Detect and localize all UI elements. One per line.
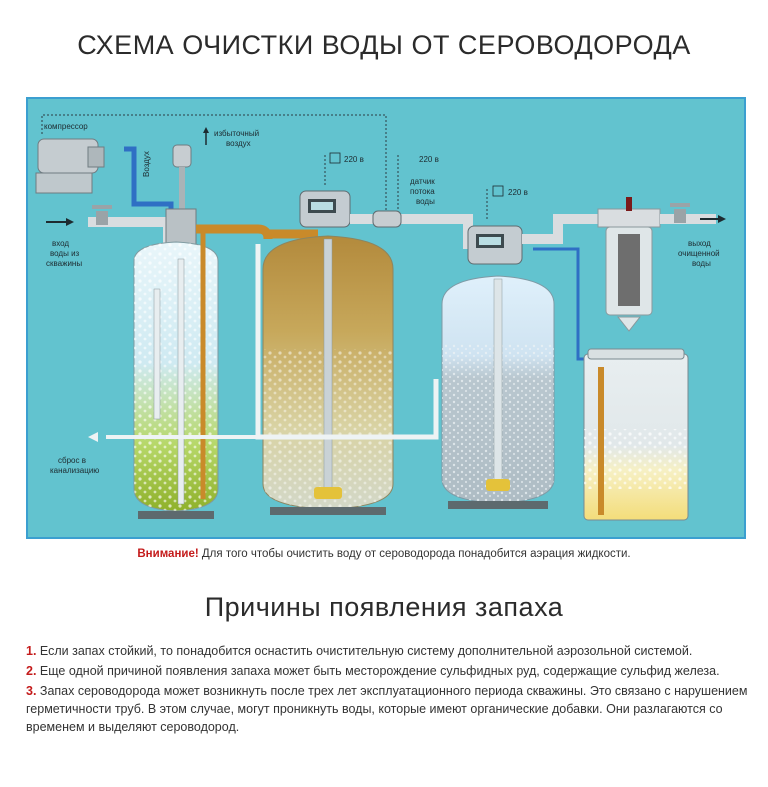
reason-item: 2. Еще одной причиной появления запаха м… (26, 662, 750, 680)
outlet-valve (660, 203, 726, 224)
warning-label: Внимание! (137, 548, 199, 560)
label-outlet-3: воды (692, 259, 711, 268)
control-valve-2 (467, 225, 523, 265)
aerated-water-pipe (196, 224, 318, 240)
wiring-lines (41, 114, 488, 219)
diagram-title: СХЕМА ОЧИСТКИ ВОДЫ ОТ СЕРОВОДОРОДА (77, 30, 691, 60)
label-outlet-2: очищенной (678, 249, 720, 258)
label-drain-2: канализацию (50, 466, 99, 475)
diagram-canvas: компрессор избыточный воздух Воздух 220 … (35, 114, 726, 521)
label-air: Воздух (142, 151, 151, 177)
control-valve-1 (299, 190, 351, 228)
label-excess-air-1: избыточный (214, 129, 259, 138)
reason-number: 3. (26, 684, 37, 698)
label-compressor: компрессор (44, 122, 88, 131)
brine-tank (583, 348, 689, 521)
label-outlet-1: выход (688, 239, 711, 248)
label-220v-a: 220 в (344, 155, 364, 164)
label-inlet-1: вход (52, 239, 69, 248)
water-treatment-diagram: компрессор избыточный воздух Воздух 220 … (26, 97, 746, 539)
label-drain-1: сброс в (58, 456, 86, 465)
aeration-tank (133, 241, 219, 519)
drain-line (88, 432, 436, 442)
softener-tank (441, 275, 555, 509)
filter-tank (262, 235, 394, 515)
label-inlet-2: воды из (50, 249, 80, 258)
reason-item: 3. Запах сероводорода может возникнуть п… (26, 682, 750, 736)
label-flow-sensor-2: потока (410, 187, 435, 196)
label-flow-sensor-3: воды (416, 197, 435, 206)
label-excess-air-2: воздух (226, 139, 251, 148)
label-inlet-3: скважины (46, 259, 82, 268)
warning-text: Для того чтобы очистить воду от сероводо… (198, 548, 631, 560)
cartridge-filter (597, 197, 661, 332)
label-220v-c: 220 в (508, 188, 528, 197)
reason-text: Если запах стойкий, то понадобится оснас… (36, 644, 693, 658)
reason-number: 1. (26, 644, 37, 658)
reason-number: 2. (26, 664, 37, 678)
reasons-title: Причины появления запаха (204, 592, 564, 622)
label-220v-b: 220 в (419, 155, 439, 164)
reason-text: Запах сероводорода может возникнуть посл… (26, 684, 748, 734)
treated-water-pipe (522, 214, 618, 244)
label-flow-sensor-1: датчик (410, 177, 435, 186)
reasons-list: 1. Если запах стойкий, то понадобится ос… (26, 642, 750, 738)
reason-text: Еще одной причиной появления запаха може… (36, 664, 720, 678)
reason-item: 1. Если запах стойкий, то понадобится ос… (26, 642, 750, 660)
compressor (35, 138, 105, 194)
warning-note: Внимание! Для того чтобы очистить воду о… (0, 548, 768, 560)
